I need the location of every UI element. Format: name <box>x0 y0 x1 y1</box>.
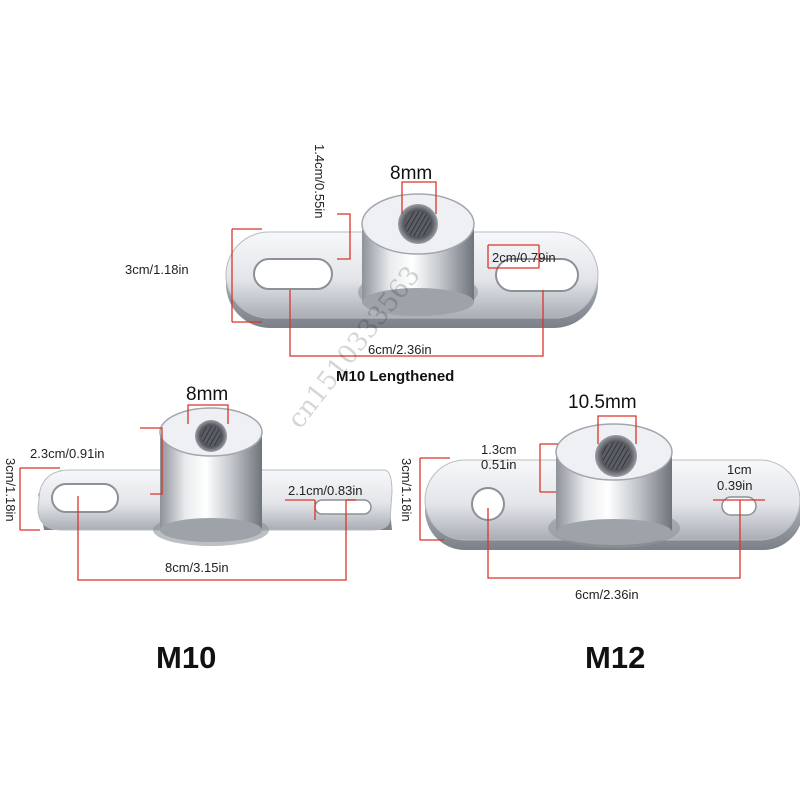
left-model-label: M10 <box>156 640 216 675</box>
left-slot-label: 2.1cm/0.83in <box>288 483 362 498</box>
top-part-m10-lengthened: 8mm 1.4cm/0.55in 3cm/1.18in 2cm/0.79in 6… <box>125 144 599 385</box>
left-part-m10: 8mm 2.3cm/0.91in 3cm/1.18in 2.1cm/0.83in… <box>3 384 393 675</box>
left-thread-label: 8mm <box>186 384 228 405</box>
right-slot-label-in: 0.39in <box>717 478 752 493</box>
top-width-label: 3cm/1.18in <box>125 262 189 277</box>
top-part-caption: M10 Lengthened <box>336 368 454 385</box>
top-spacing-label: 6cm/2.36in <box>368 342 432 357</box>
left-part-dimension-lines <box>19 404 356 581</box>
right-width-label: 3cm/1.18in <box>399 458 414 522</box>
right-part-threaded-boss <box>548 423 680 548</box>
top-thread-label: 8mm <box>390 163 432 184</box>
right-height-label-in: 0.51in <box>481 457 516 472</box>
right-slot-label-cm: 1cm <box>727 462 752 477</box>
left-length-label: 8cm/3.15in <box>165 560 229 575</box>
right-part-dimension-lines <box>419 415 765 579</box>
left-part-threaded-boss <box>153 407 269 546</box>
left-height-label: 2.3cm/0.91in <box>30 446 104 461</box>
top-slot-label: 2cm/0.79in <box>492 250 556 265</box>
right-height-label-cm: 1.3cm <box>481 442 516 457</box>
right-spacing-label: 6cm/2.36in <box>575 587 639 602</box>
top-height-label: 1.4cm/0.55in <box>312 144 327 218</box>
left-width-label: 3cm/1.18in <box>3 458 18 522</box>
top-part-dimension-lines <box>231 181 544 357</box>
right-thread-label: 10.5mm <box>568 392 637 413</box>
right-model-label: M12 <box>585 640 645 675</box>
right-part-m12: 10.5mm 1.3cm 0.51in 3cm/1.18in 1cm 0.39i… <box>399 392 800 675</box>
top-part-threaded-boss <box>358 193 478 316</box>
